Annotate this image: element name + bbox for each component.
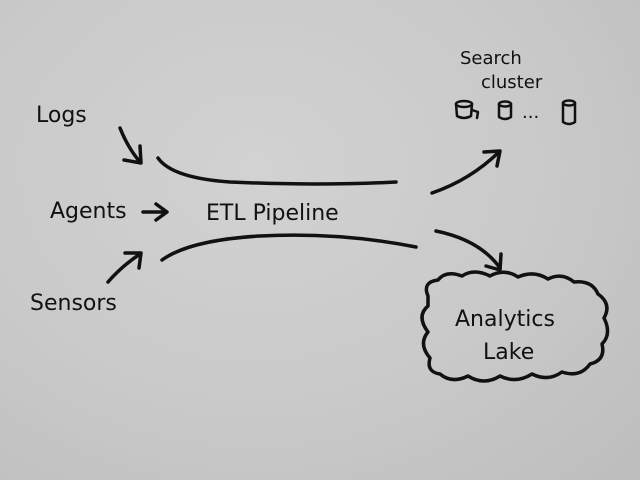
database-node-icon [497,100,513,121]
pipeline-label: ETL Pipeline [206,201,339,226]
pipeline-top-curve [156,156,398,186]
agents-arrow [141,202,169,222]
analytics-lake-cloud [420,270,610,383]
search-cluster-nodes: ... [454,99,577,126]
logs-arrow [118,126,143,165]
search-cluster-ellipsis: ... [522,102,539,123]
source-logs-label: Logs [36,103,87,128]
search-cluster-title-line1: Search [460,48,522,69]
analytics-arrow [434,229,503,272]
search-cluster-title-line2: cluster [481,72,543,93]
search-arrow [430,149,502,195]
database-node-icon [454,99,480,120]
pipeline-bottom-curve [160,233,418,262]
database-node-icon [561,99,577,126]
source-agents-label: Agents [50,199,127,224]
sensors-arrow [106,251,143,284]
analytics-lake-label-line2: Lake [483,340,534,365]
analytics-lake-label-line1: Analytics [455,307,555,332]
source-sensors-label: Sensors [30,291,117,316]
